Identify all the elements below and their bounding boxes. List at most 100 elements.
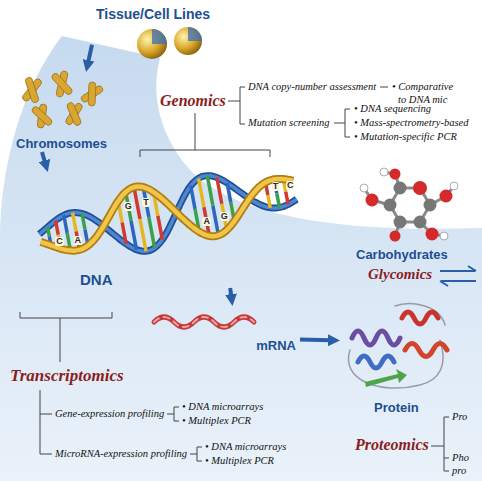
carbohydrate-molecule: [413, 181, 427, 195]
mrna-strand: [154, 317, 254, 327]
chromosome-figure: [64, 101, 84, 127]
base-pair: [149, 217, 155, 247]
carbohydrate-molecule: [450, 182, 458, 190]
bracket-lines: [20, 312, 112, 362]
omics-heading: Proteomics: [355, 436, 429, 454]
protein-ribbon: [402, 312, 438, 324]
base-pair: [227, 183, 231, 202]
method-text: • DNA microarrays: [182, 401, 263, 413]
method-text: • Mutation-specific PCR: [354, 131, 457, 143]
base-pair: [122, 223, 126, 244]
carbohydrate-molecule: [366, 194, 379, 207]
chromosome-figure: [25, 77, 40, 104]
node-label: Carbohydrates: [356, 248, 448, 263]
base-pair: [207, 176, 213, 206]
base-letter: T: [142, 198, 150, 207]
illustration-node: mRNA: [150, 306, 300, 354]
node-label: DNA: [80, 271, 113, 288]
base-pair: [213, 205, 219, 235]
method-text: Pho: [452, 452, 469, 464]
node-label: Tissue/Cell Lines: [96, 6, 210, 22]
node-label: Protein: [374, 401, 419, 416]
carbohydrate-molecule: [384, 199, 397, 212]
method-text: MicroRNA-expression profiling: [55, 448, 187, 460]
chromosome-figure: [50, 69, 75, 99]
protein-ribbon: [348, 340, 443, 388]
chromosome-figure: [21, 69, 106, 131]
illustration-node: Protein: [340, 298, 450, 416]
flow-arrow: [230, 288, 231, 298]
base-pair: [140, 219, 146, 251]
bracket-lines: [380, 87, 388, 88]
bracket-lines: [228, 87, 245, 124]
helix-strand: [41, 179, 294, 251]
base-pair: [131, 221, 136, 250]
protein-ribbon: [348, 304, 447, 388]
bracket-lines: [167, 407, 179, 421]
base-pair: [277, 193, 280, 207]
method-text: DNA copy-number assessment: [248, 81, 376, 93]
base-pair: [158, 216, 162, 240]
carbohydrate-molecule: [360, 168, 458, 242]
background-band: [0, 36, 482, 481]
chromosome-figure: [51, 72, 74, 96]
chromosome-figure: [31, 105, 54, 126]
method-text: • Multiplex PCR: [182, 415, 251, 427]
carbohydrate-molecule: [394, 216, 407, 229]
illustration-node: Tissue/Cell Lines: [92, 4, 222, 64]
base-pair: [134, 187, 140, 219]
base-pair: [217, 177, 222, 203]
helix-strand: [41, 179, 294, 251]
method-text: Gene-expression profiling: [55, 408, 164, 420]
base-letter: C: [286, 181, 295, 190]
base-letter: T: [272, 182, 280, 191]
method-text: Pro: [452, 411, 467, 423]
base-pair: [268, 195, 270, 208]
chromosome-figure: [65, 102, 84, 126]
carbohydrate-molecule: [424, 199, 437, 212]
flow-arrow: [300, 338, 332, 343]
carbohydrate-molecule: [394, 182, 407, 195]
illustration-node: DNA: [25, 172, 310, 288]
protein-ribbon: [405, 344, 447, 357]
base-pair: [286, 192, 288, 205]
bracket-lines: [40, 390, 52, 454]
carbohydrate-molecule: [440, 232, 448, 240]
mrna-strand: [154, 317, 254, 327]
carbohydrate-molecule: [426, 228, 439, 241]
carbohydrate-molecule: [380, 168, 388, 176]
method-text: • Multiplex PCR: [205, 455, 274, 467]
method-text: pro: [452, 465, 466, 477]
protein-ribbon: [395, 304, 445, 325]
method-text: • DNA sequencing: [354, 103, 431, 115]
node-label: mRNA: [256, 339, 296, 354]
carbohydrate-molecule: [440, 190, 453, 203]
method-text: Mutation screening: [248, 117, 330, 129]
helix-strand: [39, 176, 296, 252]
exchange-arrows: [440, 266, 476, 286]
base-letter: G: [220, 212, 229, 221]
base-pair: [56, 220, 59, 234]
base-pair: [64, 215, 67, 233]
carbohydrate-molecule: [360, 184, 368, 192]
base-pair: [82, 213, 85, 229]
bracket-lines: [190, 447, 202, 461]
omics-heading: Genomics: [160, 92, 226, 110]
base-letter: G: [124, 202, 133, 211]
carbohydrate-molecule: [364, 172, 454, 236]
chromosome-figure: [66, 102, 82, 127]
cell-spheres: [137, 27, 202, 59]
chromosome-figure: [88, 82, 96, 106]
base-pair: [199, 178, 204, 207]
carbohydrate-molecule: [390, 231, 401, 242]
bracket-lines: [334, 109, 350, 137]
carbohydrate-molecule: [372, 174, 446, 236]
protein-ribbon: [365, 369, 407, 387]
illustration-node: Carbohydrates: [350, 168, 470, 263]
method-text: • Comparative: [392, 81, 453, 93]
cell-spheres: [152, 29, 167, 44]
carbohydrate-molecule: [364, 172, 454, 236]
cell-spheres: [137, 29, 167, 59]
dna-helix: [39, 176, 296, 252]
exchange-arrows: [440, 266, 476, 271]
